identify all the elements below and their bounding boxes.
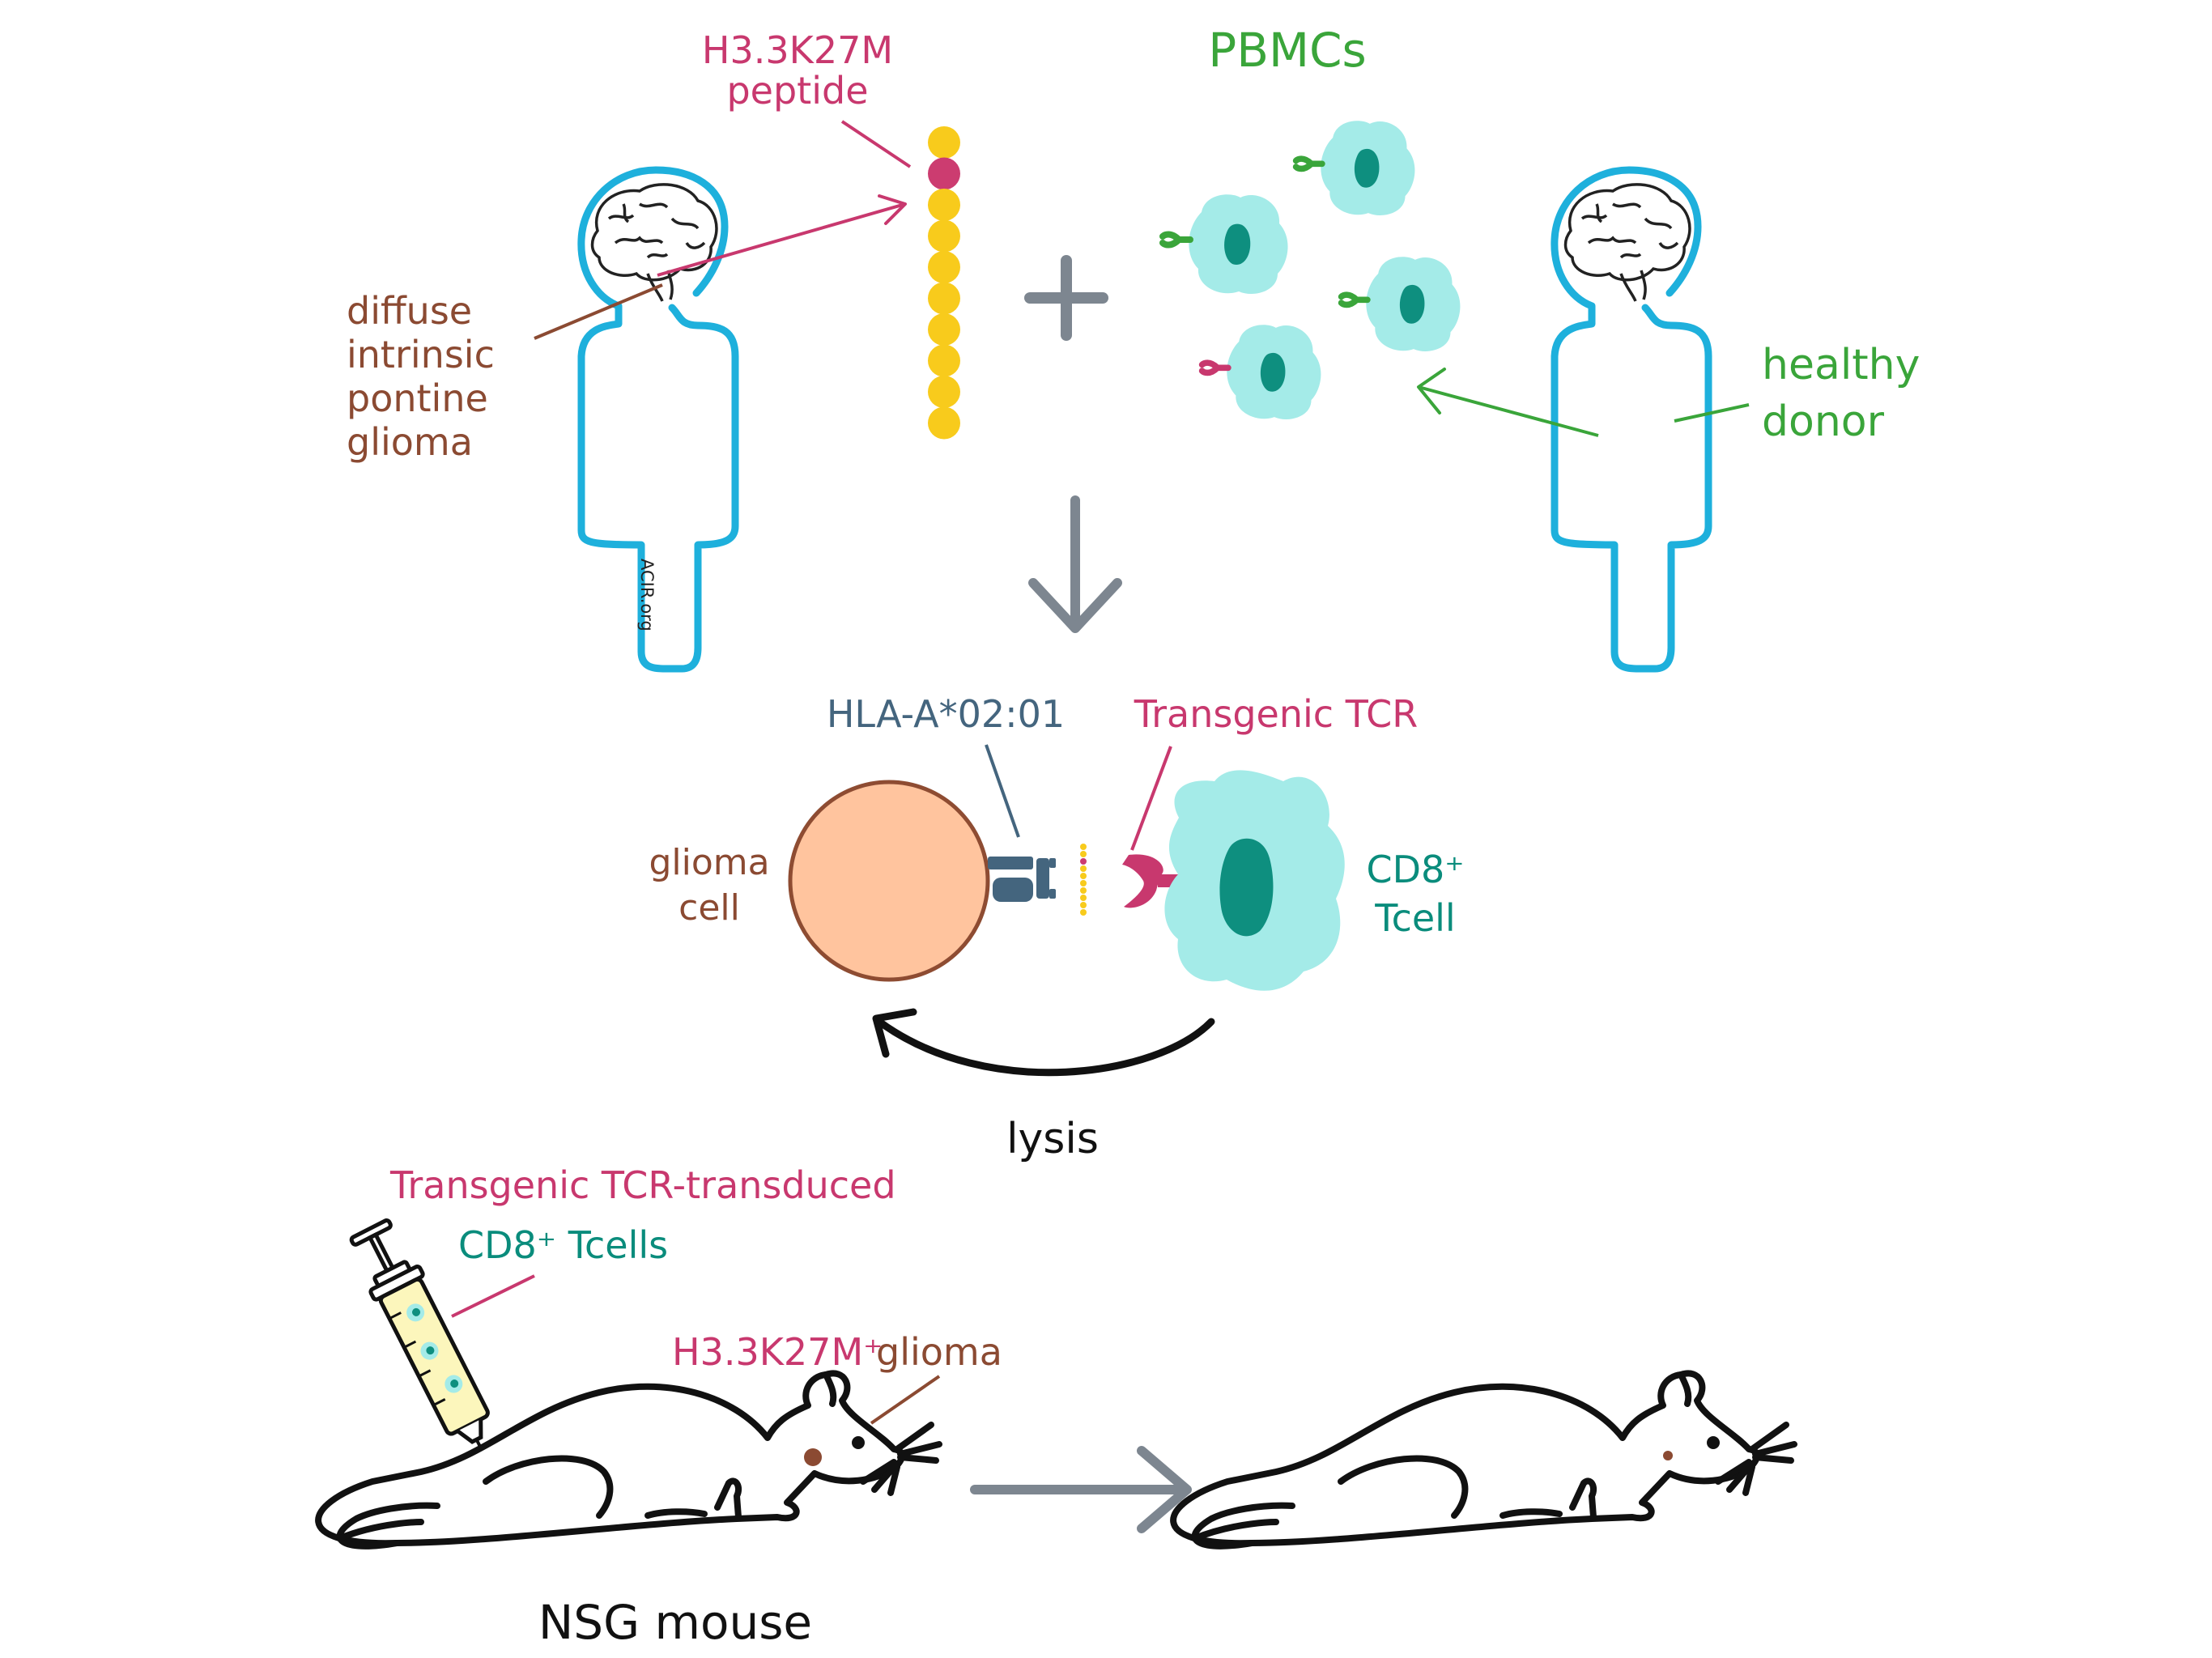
healthy-label-line1: healthy [1762,341,1920,389]
tumor-spot [804,1448,822,1466]
brain-icon [590,183,718,302]
patient-figure: ACIR.org [577,166,739,673]
donor-to-pbmc-arrowhead [1417,368,1446,414]
peptide-label-line2: peptide [726,69,868,113]
peptide-bead [928,219,960,253]
presented-peptide [1080,844,1087,916]
peptide-bead [928,126,960,159]
healthy-leader-line [1674,403,1750,423]
pbmc-receptor [1292,155,1325,172]
pbmc-cell-nucleus [1399,284,1425,324]
dipg-label: diffuse intrinsic pontine glioma [347,289,495,464]
brain-to-peptide-arrow [657,202,906,277]
peptide-bead [928,251,960,283]
donor-figure [1551,166,1712,673]
transgenic-tcr-label: Transgenic TCR [1134,692,1418,736]
dipg-label-line2: intrinsic [347,333,495,376]
peptide-bead [928,189,960,221]
pbmc-cell-nucleus [1260,352,1286,392]
peptide-bead [928,376,960,408]
hla-leader-line [985,744,1020,838]
syringe-label: Transgenic TCR-transduced CD8⁺ Tcells [389,1163,896,1267]
pbmc-receptor [1338,291,1371,308]
lysis-label: lysis [1006,1115,1099,1163]
mini-peptide-bead [1080,909,1087,916]
pbmc-cell [1198,325,1321,419]
patient-body-outline [577,166,739,673]
pbmc-cell [1159,194,1288,295]
pbmc-cell [1292,121,1415,215]
tumor-spot-small [1663,1451,1673,1460]
pbmcs-label: PBMCs [1208,23,1367,78]
hla-label: HLA-A*02:01 [827,692,1065,736]
lysis-arrow [875,1018,1215,1077]
outcome-arrow-icon [970,1446,1192,1533]
cd8-label-line1: CD8⁺ [1366,848,1464,891]
donor-body-outline [1551,166,1712,673]
brain-to-peptide-arrowhead [878,194,907,225]
mini-peptide-bead [1080,844,1087,850]
dipg-leader-line [534,283,663,340]
mini-peptide-bead [1080,851,1087,857]
peptide-mutant-bead [928,157,960,190]
mini-peptide-bead [1080,880,1087,886]
syringe-label-line2: CD8⁺ Tcells [458,1223,668,1267]
lysis-arrowhead [872,1008,917,1058]
syringe-label-line1: Transgenic TCR-transduced [389,1163,896,1207]
syringe-leader-line [451,1274,535,1318]
mouse-tumor-label-line2: glioma [876,1330,1002,1374]
peptide-bead [928,406,960,440]
glioma-cell [788,780,990,982]
peptide-label: H3.3K27M peptide [702,28,893,113]
hla-molecule [988,857,1056,902]
peptide-bead [928,313,960,346]
nsg-mouse-treated [318,1373,939,1545]
glioma-cell-label-line2: cell [678,887,740,929]
mini-peptide-bead [1080,887,1087,894]
pbmc-cell-nucleus [1354,148,1380,188]
tumor-leader-line [870,1375,941,1425]
syringe-cells [406,1303,463,1393]
mouse-tumor-label: H3.3K27M⁺ glioma [672,1330,1002,1374]
acir-watermark: ACIR.org [637,559,657,631]
mouse-outline [318,1373,939,1545]
mini-peptide-bead [1080,873,1087,879]
donor-brain-icon [1563,183,1691,302]
mini-peptide-bead [1080,858,1087,865]
mouse-outline-result [1173,1373,1794,1545]
cd8-label-line2: Tcell [1374,896,1455,940]
tcr-leader-line [1130,746,1172,851]
nsg-mouse-label: NSG mouse [538,1595,812,1650]
glioma-cell-label-line1: glioma [649,842,769,883]
peptide-label-line1: H3.3K27M [702,28,893,72]
dipg-label-line3: pontine [347,376,488,420]
cd8-tcell-label: CD8⁺ Tcell [1366,848,1464,940]
peptide-bead-chain [928,126,960,440]
mini-peptide-bead [1080,895,1087,901]
cd8-tcell-nucleus [1219,838,1274,937]
peptide-bead [928,344,960,377]
healthy-donor-label: healthy donor [1762,341,1920,446]
pbmc-cell-nucleus [1224,223,1251,266]
peptide-bead [928,282,960,315]
glioma-cell-label: glioma cell [649,842,769,929]
pbmc-cells [1159,121,1461,419]
pbmc-cell [1338,257,1461,351]
pbmc-receptor [1198,359,1231,376]
donor-to-pbmc-arrow [1418,385,1599,437]
mini-peptide-bead [1080,902,1087,908]
mini-peptide-bead [1080,865,1087,872]
mouse-tumor-label-line1: H3.3K27M⁺ [672,1330,883,1374]
dipg-label-line1: diffuse [347,289,472,333]
nsg-mouse-result [1173,1373,1794,1545]
pbmc-receptor [1159,231,1193,249]
down-arrow-icon [1028,495,1122,633]
peptide-leader-line [840,120,912,168]
plus-icon [1024,255,1108,341]
dipg-label-line4: glioma [347,420,473,464]
tcr-receptor [1122,854,1163,908]
healthy-label-line2: donor [1762,397,1885,446]
